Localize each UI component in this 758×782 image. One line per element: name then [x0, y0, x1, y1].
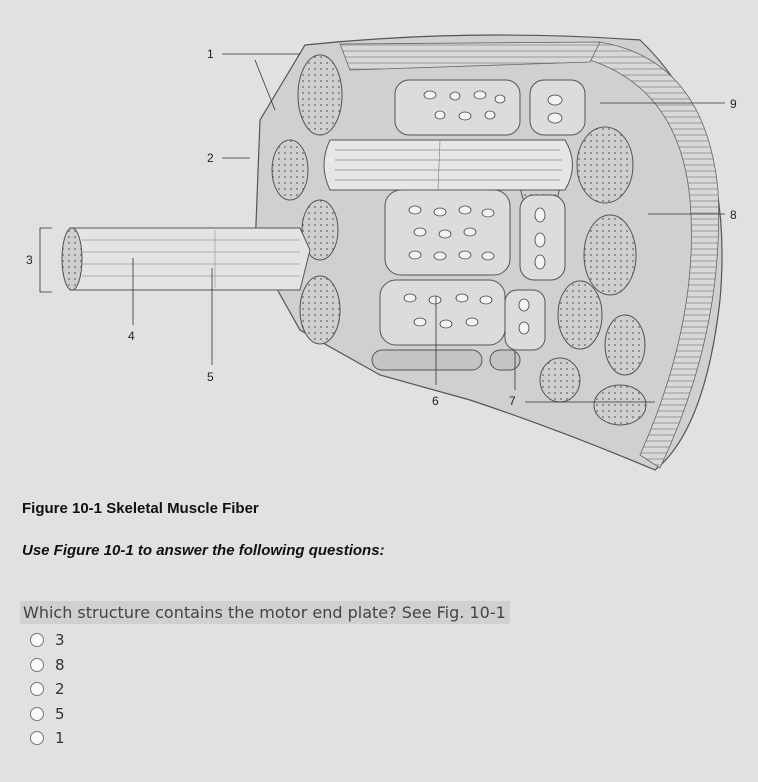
protruding-myofibril	[62, 228, 310, 290]
answer-option[interactable]: 5	[30, 702, 65, 727]
answer-option[interactable]: 8	[30, 653, 65, 678]
answer-options: 3 8 2 5 1	[30, 628, 65, 751]
radio-button[interactable]	[30, 682, 44, 696]
answer-option-label: 5	[55, 705, 65, 723]
question-text: Which structure contains the motor end p…	[20, 601, 510, 624]
callout-4: 4	[128, 329, 135, 343]
callout-2: 2	[207, 151, 214, 165]
answer-option-label: 1	[55, 729, 65, 747]
instruction-text: Use Figure 10-1 to answer the following …	[22, 542, 385, 559]
skeletal-muscle-fiber-illustration: 1 2 3 4 5 6 7 8 9	[0, 0, 758, 480]
answer-option[interactable]: 2	[30, 677, 65, 702]
callout-8: 8	[730, 208, 737, 222]
callout-9: 9	[730, 97, 737, 111]
callout-5: 5	[207, 370, 214, 384]
longitudinal-myofibril	[324, 140, 573, 190]
callout-7: 7	[509, 394, 516, 408]
callout-6: 6	[432, 394, 439, 408]
callout-1: 1	[207, 47, 214, 61]
figure-caption: Figure 10-1 Skeletal Muscle Fiber	[22, 500, 259, 517]
answer-option[interactable]: 1	[30, 726, 65, 751]
answer-option-label: 2	[55, 680, 65, 698]
callout-3: 3	[26, 253, 33, 267]
radio-button[interactable]	[30, 707, 44, 721]
radio-button[interactable]	[30, 658, 44, 672]
radio-button[interactable]	[30, 633, 44, 647]
answer-option-label: 8	[55, 656, 65, 674]
answer-option-label: 3	[55, 631, 65, 649]
answer-option[interactable]: 3	[30, 628, 65, 653]
radio-button[interactable]	[30, 731, 44, 745]
